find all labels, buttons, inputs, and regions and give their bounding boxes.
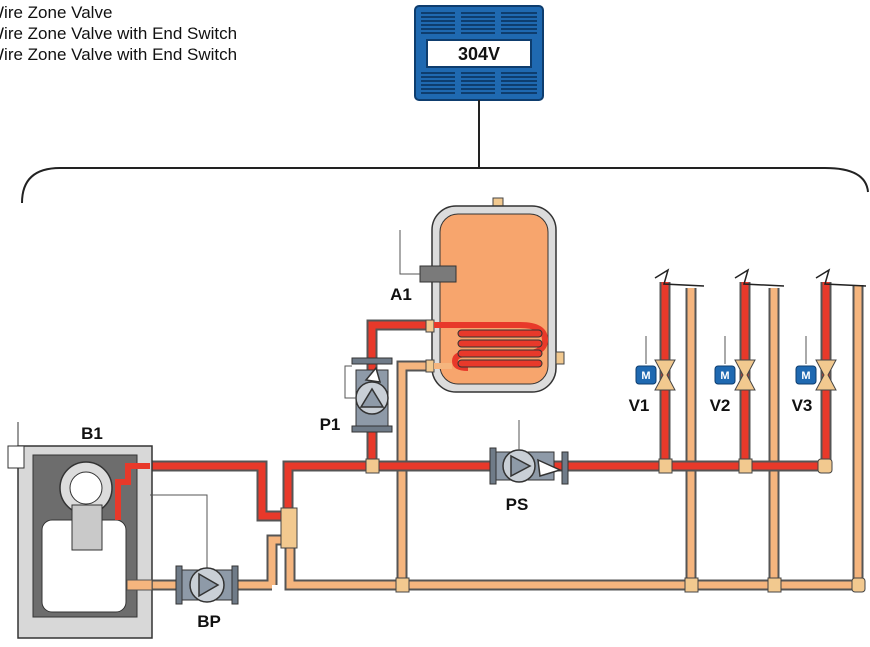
- svg-text:M: M: [720, 370, 729, 382]
- heat-exchanger-coil: [434, 322, 549, 371]
- pipe-fittings: [141, 458, 866, 593]
- svg-text:M: M: [801, 370, 810, 382]
- tank-sensor: [419, 265, 457, 283]
- controller-label: 304V: [458, 44, 500, 64]
- motor-icon: [714, 365, 736, 385]
- zone-valve-v2: M V2: [710, 336, 756, 415]
- controller-304v: 304V: [414, 5, 544, 101]
- boiler-pump-label: BP: [197, 612, 221, 631]
- system-pump-label: PS: [506, 495, 529, 514]
- boiler-pump-wire: [150, 494, 208, 568]
- motor-icon: [635, 365, 657, 385]
- svg-text:M: M: [641, 370, 650, 382]
- legend: Wire Zone Valve Wire Zone Valve with End…: [0, 2, 237, 65]
- dhw-pump-p1: P1: [320, 357, 393, 434]
- tank-sensor-label: A1: [390, 285, 412, 304]
- system-pump-ps: PS: [489, 420, 569, 514]
- legend-item-zone-valve-end-switch-1: Wire Zone Valve with End Switch: [0, 24, 238, 43]
- pipe-break-marks: [654, 268, 867, 287]
- boiler-label: B1: [81, 424, 103, 443]
- boiler-b1: B1: [7, 422, 153, 639]
- zone-valve-v3: M V3: [792, 336, 837, 415]
- legend-item-zone-valve-end-switch-2: Wire Zone Valve with End Switch: [0, 45, 238, 64]
- dhw-pump-label: P1: [320, 415, 341, 434]
- valve-3-label: V3: [792, 396, 813, 415]
- valve-2-label: V2: [710, 396, 731, 415]
- motor-icon: [795, 365, 817, 385]
- wiring-brace: [21, 167, 869, 204]
- valve-1-label: V1: [629, 396, 650, 415]
- indirect-tank: A1: [390, 197, 565, 393]
- zone-valve-v1: M V1: [629, 336, 676, 415]
- legend-item-zone-valve: Wire Zone Valve: [0, 3, 113, 22]
- boiler-pump-bp: BP: [175, 565, 239, 631]
